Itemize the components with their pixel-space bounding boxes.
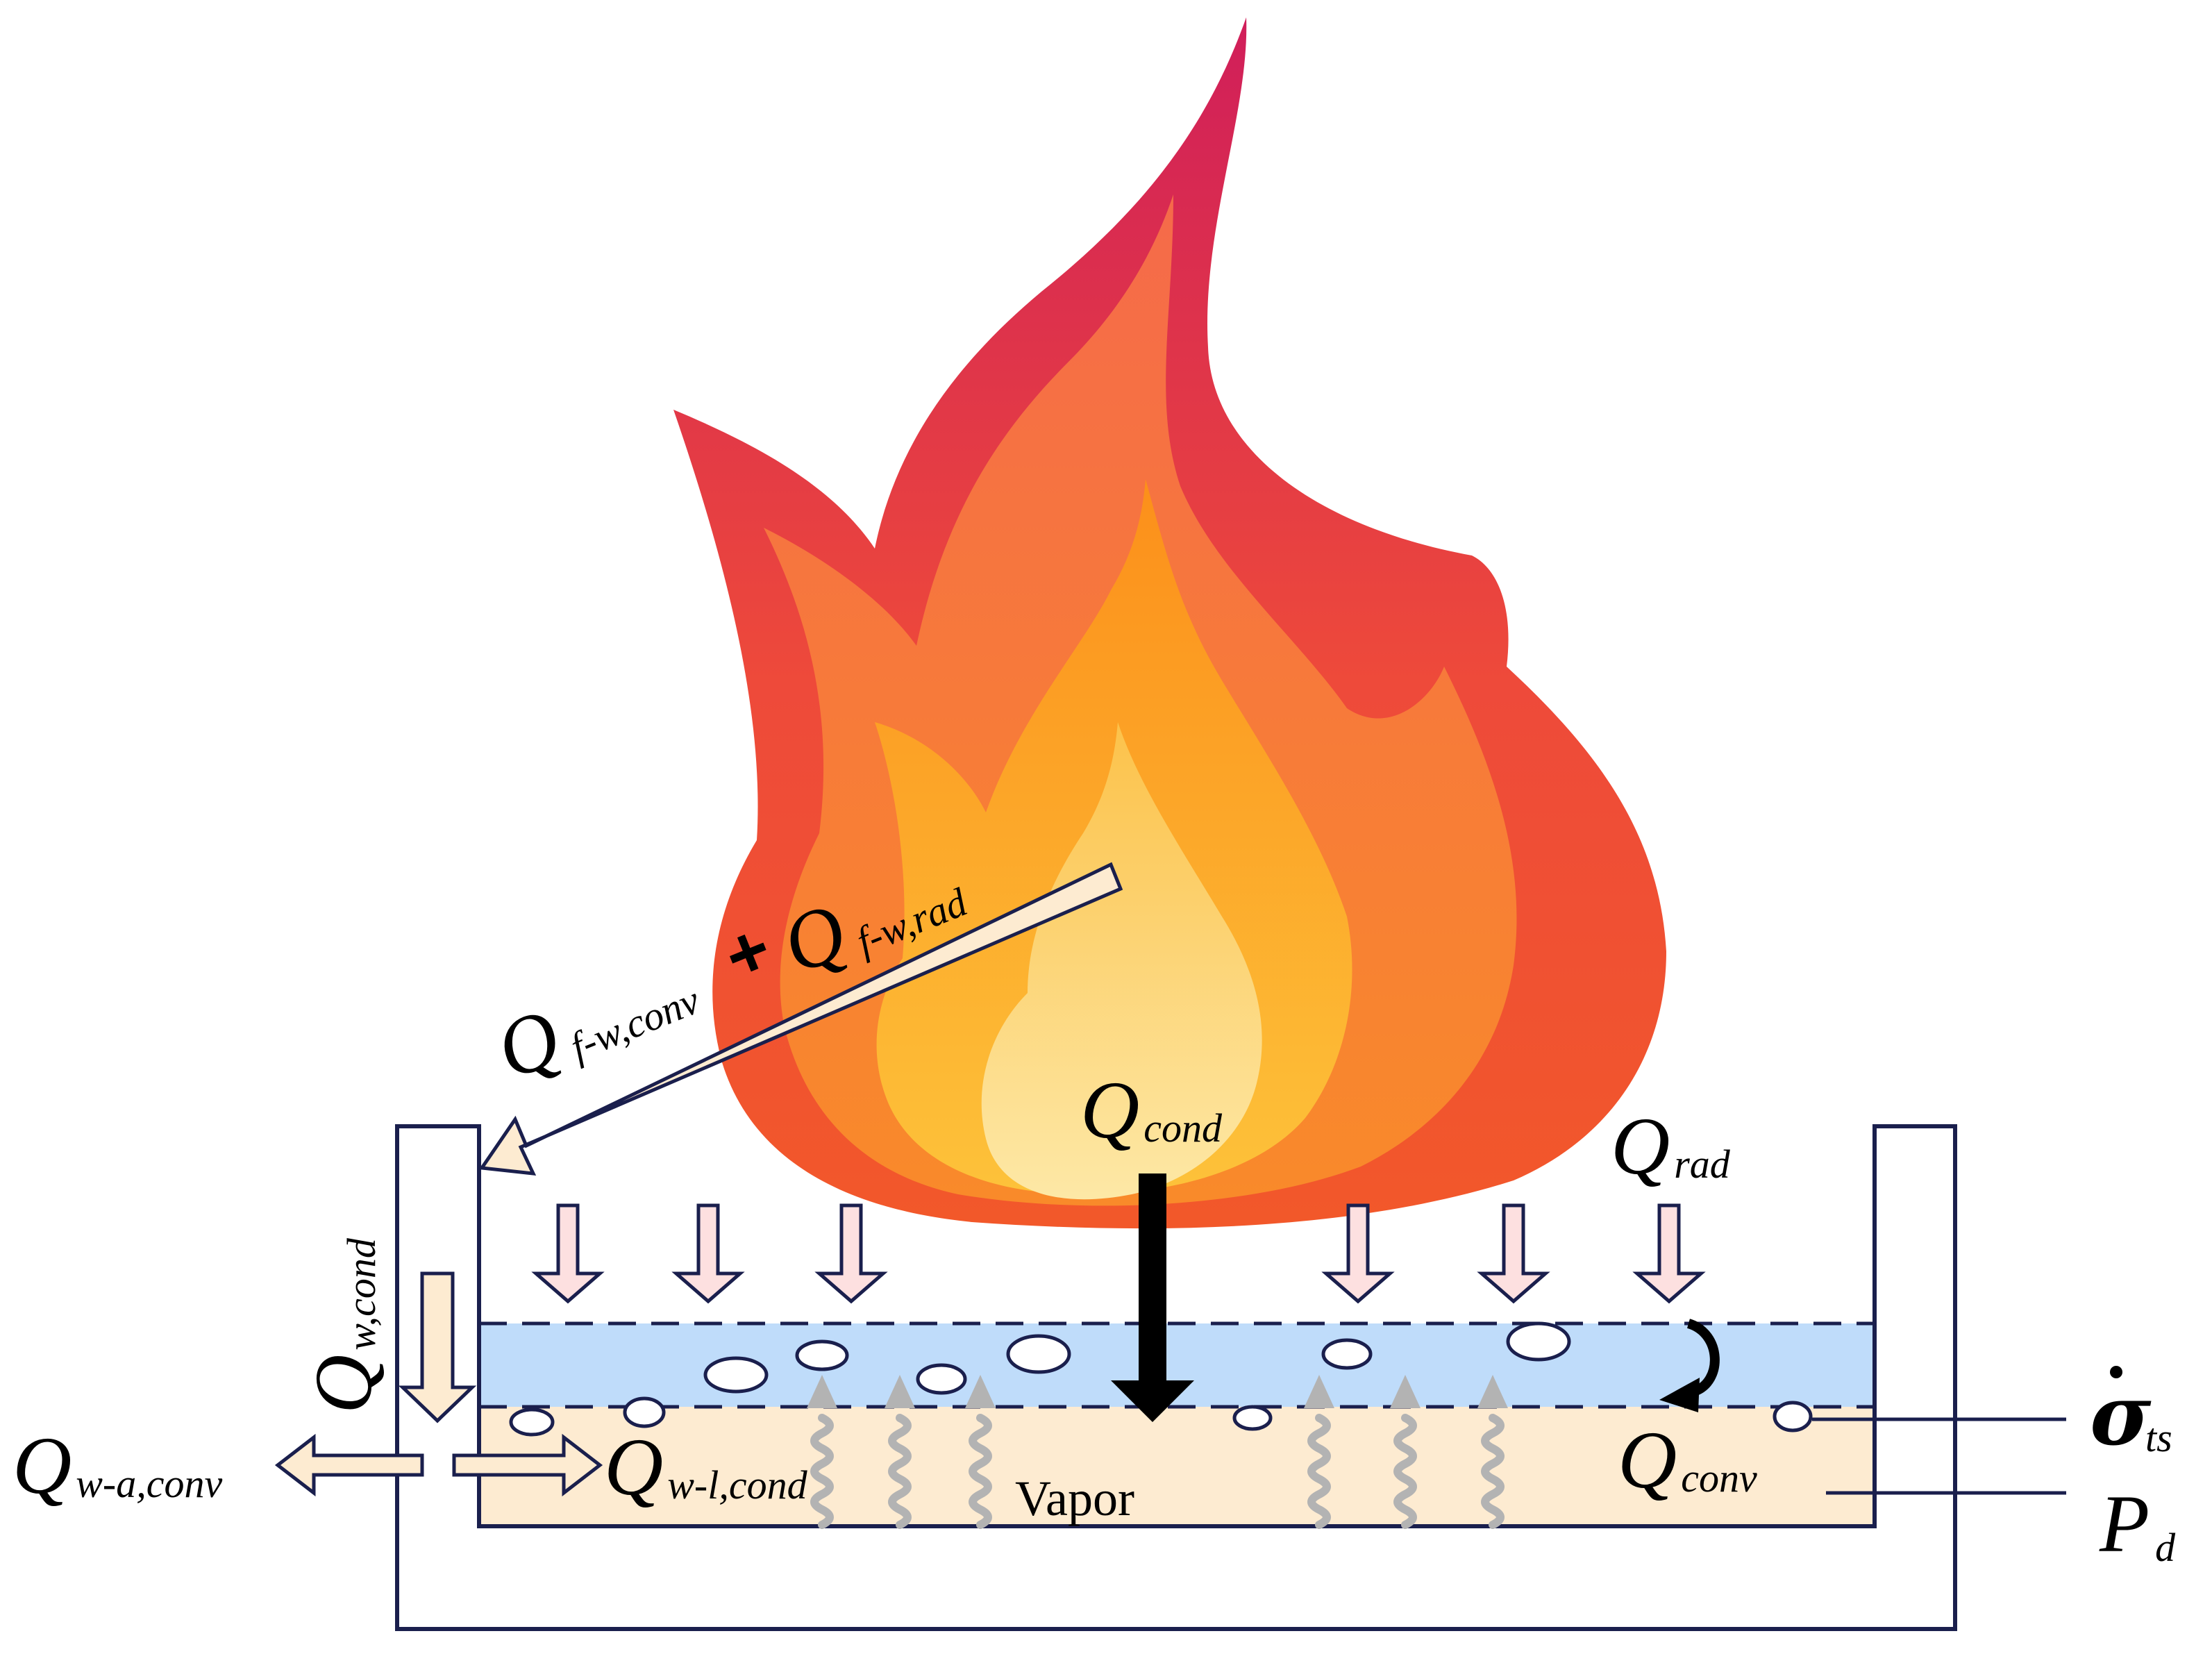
vapor-wavy-arrow [1477,1375,1508,1529]
conduction-arrow [1111,1173,1194,1422]
sigma-dot [2110,1366,2122,1378]
radiation-arrows [531,1203,1706,1304]
radiation-down-arrow [671,1203,745,1304]
container-outline [395,1124,1957,1631]
vapor-wavy-arrow [885,1375,915,1529]
bubbles [509,1321,1813,1437]
radiation-down-arrow [814,1203,888,1304]
radiation-down-arrow [1632,1203,1706,1304]
vapor-wavy-arrow [1390,1375,1421,1529]
wall-to-air-arrow [274,1433,424,1497]
vapor-layer [479,1407,1875,1526]
wall-conduction-down-arrow [398,1271,477,1423]
radiation-down-arrow [531,1203,605,1304]
svg-text:ts: ts [2145,1415,2172,1460]
flame-core [981,722,1262,1200]
svg-text:σ: σ [2090,1367,2152,1464]
label-q-fw-conv: Qf-w,conv [484,937,707,1097]
vapor-wavy-arrow [807,1375,837,1529]
vapor-wavy-arrow [965,1375,996,1529]
flame-icon [673,17,1666,1229]
label-q-w-cond: Qw,cond [298,1237,389,1414]
convection-curve-arrow [1659,1319,1720,1412]
container [395,1124,1957,1631]
radiation-down-arrow [1477,1203,1550,1304]
wall-to-liquid-arrow [452,1433,603,1497]
label-sigma-ts: σ ts [2090,1366,2172,1464]
vapor-wavy-arrow [1304,1375,1334,1529]
radiation-down-arrow [1321,1203,1395,1304]
flame-to-wall-arrow [478,862,1123,1176]
vapor-wavy-arrows [807,1375,1508,1529]
label-vapor: Vapor [1015,1471,1134,1526]
